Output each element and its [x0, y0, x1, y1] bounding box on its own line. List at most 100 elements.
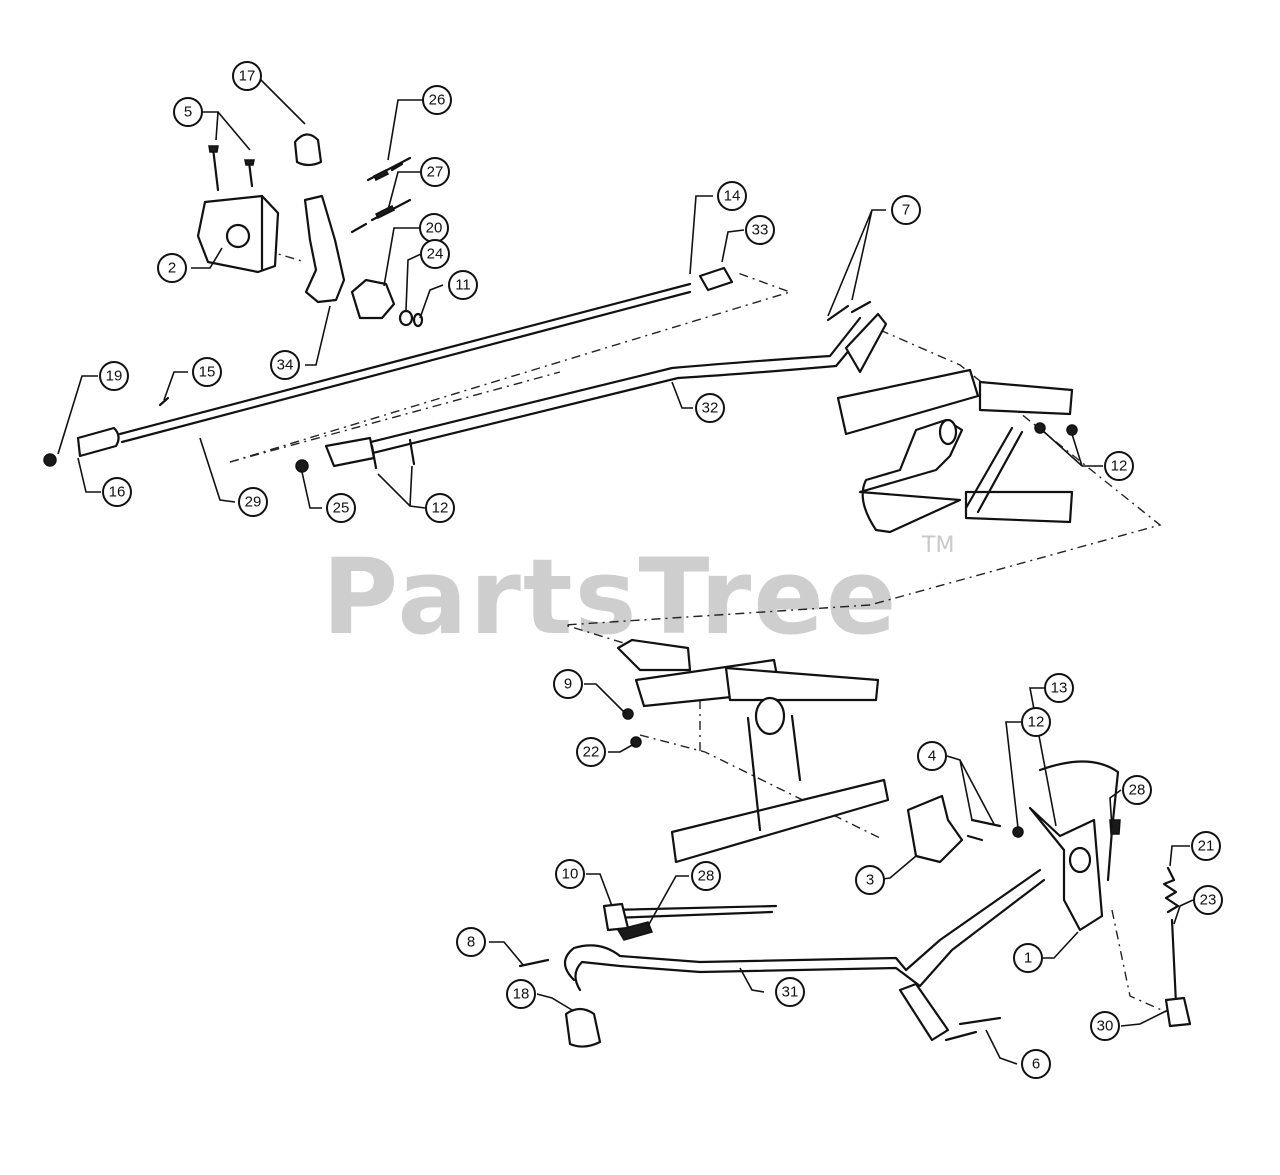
leader-line — [1043, 931, 1079, 959]
callout-1[interactable]: 1 — [1013, 943, 1043, 973]
callout-label: 30 — [1097, 1018, 1114, 1035]
callout-30[interactable]: 30 — [1090, 1011, 1120, 1041]
callout-26[interactable]: 26 — [422, 85, 452, 115]
leader-line — [671, 381, 693, 409]
callout-25[interactable]: 25 — [326, 493, 356, 523]
friction-plate — [350, 278, 396, 320]
callout-29[interactable]: 29 — [238, 487, 268, 517]
callout-22[interactable]: 22 — [576, 737, 606, 767]
leader-line — [387, 171, 421, 211]
leader-line — [608, 743, 635, 753]
assembly-guide-line — [204, 231, 306, 263]
callout-label: 11 — [455, 277, 471, 294]
leader-line — [1169, 845, 1190, 867]
leader-line — [419, 284, 444, 319]
leader-line — [305, 305, 331, 366]
assembly-guide-line — [229, 271, 793, 463]
callout-label: 14 — [724, 188, 741, 205]
callout-label: 25 — [333, 500, 350, 517]
leader-line — [584, 683, 627, 715]
rod-end-link — [1164, 996, 1192, 1028]
callout-15[interactable]: 15 — [192, 357, 222, 387]
callout-27[interactable]: 27 — [420, 157, 450, 187]
leader-line — [1005, 721, 1021, 829]
leader-line — [1041, 429, 1103, 467]
small-bracket — [844, 312, 888, 374]
callout-33[interactable]: 33 — [745, 215, 775, 245]
watermark: PartsTree TM — [322, 533, 954, 658]
callout-20[interactable]: 20 — [419, 213, 449, 243]
bolt — [966, 818, 1002, 842]
callout-label: 7 — [902, 202, 910, 219]
callout-12[interactable]: 12 — [425, 493, 455, 523]
callout-label: 29 — [245, 494, 262, 511]
leader-line — [946, 755, 995, 825]
callout-label: 20 — [426, 220, 443, 237]
callout-10[interactable]: 10 — [555, 859, 585, 889]
lower-assembly — [518, 638, 1192, 1048]
callout-16[interactable]: 16 — [102, 477, 132, 507]
callout-34[interactable]: 34 — [270, 350, 300, 380]
cam-plate — [906, 794, 964, 864]
callout-5[interactable]: 5 — [173, 97, 203, 127]
lift-link-arm — [978, 380, 1074, 416]
leader-line — [199, 437, 236, 503]
mount-bracket — [1028, 806, 1104, 932]
callout-19[interactable]: 19 — [99, 361, 129, 391]
leader-line — [387, 99, 423, 161]
callout-18[interactable]: 18 — [506, 979, 536, 1009]
handle-grip — [564, 1007, 602, 1048]
leader-line — [1120, 1009, 1169, 1027]
control-cable — [1038, 760, 1120, 882]
callout-13[interactable]: 13 — [1044, 673, 1074, 703]
callout-label: 10 — [562, 866, 579, 883]
callout-label: 28 — [698, 868, 715, 885]
leader-line — [985, 1029, 1018, 1065]
lower-link-arm — [964, 490, 1074, 524]
callout-12[interactable]: 12 — [1104, 451, 1134, 481]
leader-line — [163, 371, 188, 401]
leader-line — [77, 457, 101, 493]
callout-17[interactable]: 17 — [232, 61, 262, 91]
callout-label: 12 — [1028, 714, 1045, 731]
bolt — [944, 1016, 1002, 1042]
spring — [1162, 866, 1180, 914]
leader-line — [489, 941, 525, 967]
leader-line — [405, 253, 422, 311]
callout-label: 27 — [427, 164, 444, 181]
callout-28[interactable]: 28 — [1122, 775, 1152, 805]
callout-28[interactable]: 28 — [691, 861, 721, 891]
leader-line — [689, 195, 713, 275]
callout-23[interactable]: 23 — [1193, 885, 1223, 915]
callout-label: 2 — [168, 260, 176, 277]
callout-label: 1 — [1024, 950, 1032, 967]
callout-11[interactable]: 11 — [448, 270, 478, 300]
washer — [1012, 826, 1024, 838]
callout-24[interactable]: 24 — [420, 239, 450, 269]
bolt — [370, 438, 416, 470]
callout-label: 31 — [782, 984, 799, 1001]
callout-21[interactable]: 21 — [1191, 831, 1221, 861]
control-rod — [118, 282, 692, 444]
callout-3[interactable]: 3 — [855, 865, 885, 895]
callout-14[interactable]: 14 — [717, 181, 747, 211]
bracket-hole — [1068, 846, 1092, 874]
handle-cap — [43, 453, 57, 467]
leader-line — [647, 875, 689, 927]
callout-7[interactable]: 7 — [891, 195, 921, 225]
callout-8[interactable]: 8 — [456, 927, 486, 957]
callout-9[interactable]: 9 — [553, 669, 583, 699]
callout-label: 15 — [199, 364, 216, 381]
callout-2[interactable]: 2 — [157, 253, 187, 283]
callout-31[interactable]: 31 — [775, 977, 805, 1007]
callout-6[interactable]: 6 — [1021, 1049, 1051, 1079]
lower-link-bar — [670, 778, 890, 864]
callout-label: 5 — [184, 104, 192, 121]
assembly-guide-line — [869, 329, 1162, 606]
callout-4[interactable]: 4 — [917, 741, 947, 771]
callout-label: 12 — [1111, 458, 1128, 475]
callout-label: 16 — [109, 484, 126, 501]
callout-label: 23 — [1200, 892, 1217, 909]
callout-32[interactable]: 32 — [695, 393, 725, 423]
callout-12[interactable]: 12 — [1021, 707, 1051, 737]
